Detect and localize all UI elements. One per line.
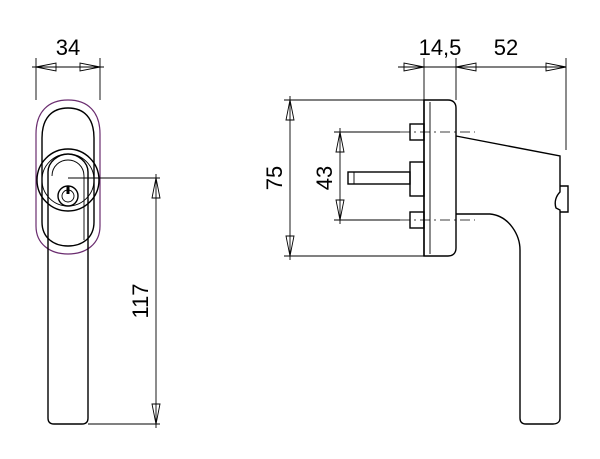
side-view: [347, 99, 569, 425]
front-width-dimension: 34: [32, 35, 104, 100]
front-lever-inner: [51, 159, 85, 240]
side-spacing-label: 43: [312, 166, 337, 190]
side-height-dimension: 75: [262, 96, 424, 260]
side-depth-label: 14,5: [419, 35, 462, 60]
front-view: [35, 99, 101, 425]
side-rose-plate: [423, 99, 457, 257]
front-hub-circle: [36, 148, 100, 212]
side-length-label: 52: [494, 35, 518, 60]
side-spindle-collar: [409, 161, 425, 197]
side-lever: [455, 135, 561, 425]
side-lock-bump: [560, 185, 569, 213]
front-key-slot: [66, 186, 70, 194]
front-height-label: 117: [128, 283, 153, 318]
side-length-dimension: 52: [456, 35, 567, 150]
side-height-label: 75: [262, 166, 287, 190]
front-hub-inner: [41, 153, 95, 207]
side-spacing-dimension: 43: [312, 128, 400, 224]
front-rose-outline: [35, 99, 101, 255]
front-width-label: 34: [56, 35, 80, 60]
front-lever: [47, 153, 89, 425]
side-spindle: [347, 171, 411, 185]
front-rose-inner: [41, 107, 95, 247]
side-depth-dimension: 14,5: [398, 35, 482, 100]
front-height-dimension: 117: [68, 174, 161, 428]
